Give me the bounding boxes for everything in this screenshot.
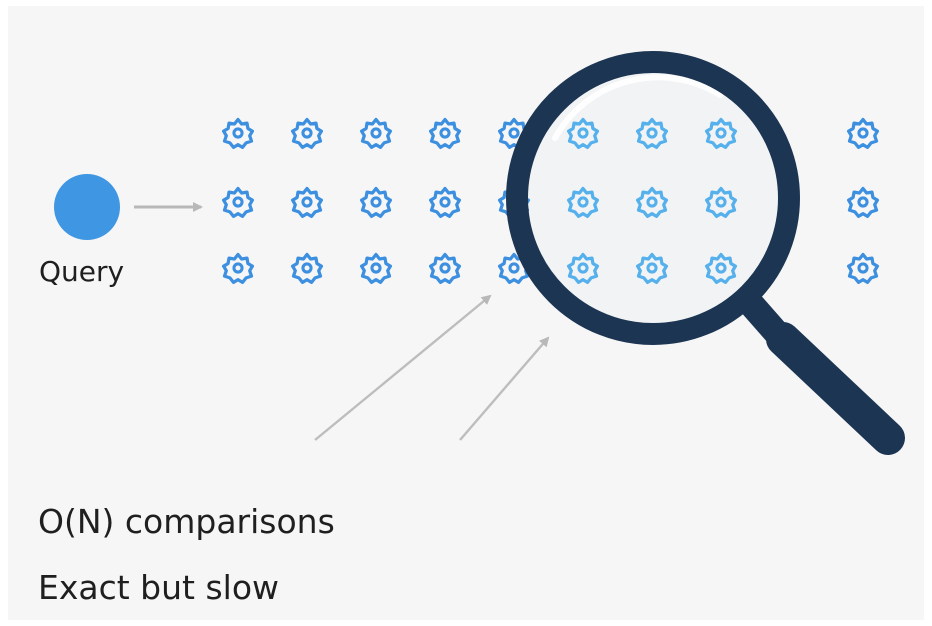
query-label: Query [39,255,125,288]
gear-flower-icon [290,186,324,219]
query-node [54,174,120,240]
gear-flower-icon [221,252,255,285]
gear-flower-icon [359,117,393,150]
gear-flower-icon [290,252,324,285]
magnifier-rim [506,51,800,345]
gear-flower-icon [221,117,255,150]
gear-flower-icon [846,186,880,219]
gear-flower-icon [221,186,255,219]
gear-flower-icon [290,117,324,150]
query-dot [54,174,120,240]
gear-flower-icon [428,252,462,285]
gear-flower-icon [846,252,880,285]
magnifying-glass-icon [506,51,905,455]
scan-arrow-1 [314,294,492,441]
gear-flower-icon [359,252,393,285]
gear-flower-icon [846,117,880,150]
lens-highlight [552,74,723,141]
scan-arrow-2 [459,336,550,441]
gear-flower-icon [359,186,393,219]
gear-flower-icon [428,186,462,219]
tradeoff-caption: Exact but slow [38,568,280,607]
magnifier-handle [766,322,905,455]
complexity-caption: O(N) comparisons [38,502,335,541]
gear-flower-icon [428,117,462,150]
